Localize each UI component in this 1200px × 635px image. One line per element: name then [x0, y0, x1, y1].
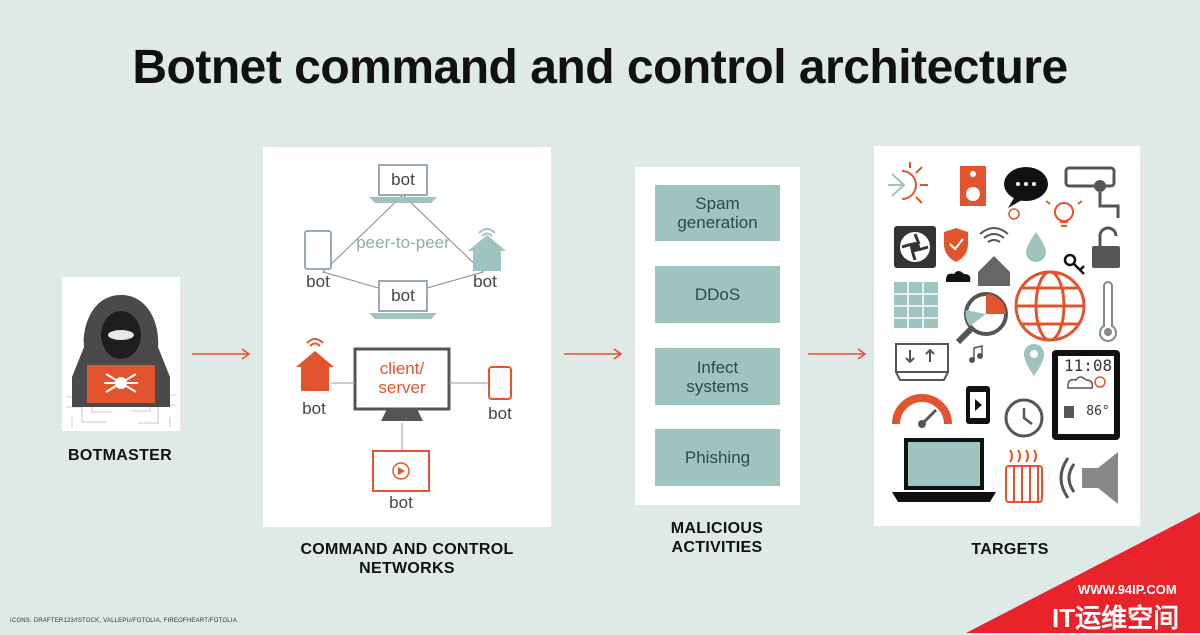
arrow-to-targets-icon: [808, 348, 867, 360]
fan-icon: [894, 226, 936, 268]
hacker-icon: [66, 295, 176, 427]
bot-label: bot: [302, 399, 326, 418]
cnc-panel: bot bot bot bot peer-to-peer client/ ser…: [263, 147, 551, 527]
malicious-caption: MALICIOUS ACTIVITIES: [670, 520, 764, 556]
security-camera-icon: [1064, 166, 1120, 218]
lightbulb-icon: [1045, 200, 1083, 227]
peer-to-peer-label: peer-to-peer: [356, 233, 450, 252]
cnc-caption: COMMAND AND CONTROL NETWORKS: [300, 541, 514, 577]
wifi-icon: [979, 227, 1009, 243]
sun-icon: [901, 162, 928, 204]
shield-icon: [944, 228, 968, 262]
watermark-banner: [966, 512, 1200, 633]
globe-icon: [1014, 270, 1086, 342]
clock-icon: [1004, 398, 1044, 438]
house-icon: [978, 256, 1010, 286]
speedometer-icon: [892, 394, 952, 428]
botmaster-panel: [62, 277, 180, 431]
key-icon: [1063, 253, 1085, 275]
smartphone-icon: [966, 386, 990, 424]
thermometer-icon: [1099, 281, 1117, 342]
video-icon: [372, 450, 430, 492]
activity-phishing: Phishing: [655, 429, 780, 486]
bot-label: bot: [389, 493, 413, 512]
volume-icon: [1059, 452, 1118, 504]
air-vent-icon: [895, 343, 949, 381]
laptop-icon: [369, 164, 437, 203]
cloud-icon: [946, 271, 971, 282]
bot-label: bot: [391, 170, 415, 189]
clock-time-text: 11:08: [1064, 356, 1113, 375]
water-drop-icon: [1026, 232, 1046, 262]
tablet-weather-icon: [1052, 350, 1120, 440]
watermark-url: WWW.94IP.COM: [1078, 582, 1177, 597]
temperature-text: 86°: [1086, 404, 1110, 419]
page-title: Botnet command and control architecture: [132, 41, 1068, 94]
network-diagram: [296, 164, 512, 492]
laptop-icon: [892, 438, 996, 502]
bot-label: bot: [473, 272, 497, 291]
solar-panel-icon: [894, 282, 938, 328]
unlocked-padlock-icon: [1092, 226, 1120, 268]
bot-label: bot: [488, 404, 512, 423]
location-pin-icon: [1024, 344, 1044, 376]
bot-label: bot: [306, 272, 330, 291]
image-credits: ICONS: DRAFTER123/ISTOCK, VALLEPU/FOTOLI…: [10, 618, 237, 624]
tablet-icon: [304, 230, 332, 270]
power-icon: [1008, 208, 1020, 220]
house-icon: [296, 338, 334, 391]
magnifier-chart-icon: [955, 292, 1008, 345]
bot-label: bot: [391, 286, 415, 305]
targets-caption: TARGETS: [971, 541, 1049, 558]
arrow-to-cnc-icon: [192, 348, 251, 360]
botmaster-caption: BOTMASTER: [67, 447, 173, 464]
watermark-name: IT运维空间: [1052, 603, 1180, 633]
phone-icon: [488, 366, 512, 400]
house-icon: [468, 228, 506, 271]
snowflake-icon: [888, 173, 906, 197]
targets-panel: 11:08 86°: [874, 146, 1140, 526]
activity-ddos: DDoS: [655, 266, 780, 323]
arrow-to-activities-icon: [564, 348, 623, 360]
music-icon: [969, 345, 983, 363]
laptop-icon: [369, 280, 437, 319]
client-server-label: client/ server: [378, 359, 426, 397]
targets-icons: [888, 162, 1120, 504]
heater-icon: [1005, 449, 1043, 503]
